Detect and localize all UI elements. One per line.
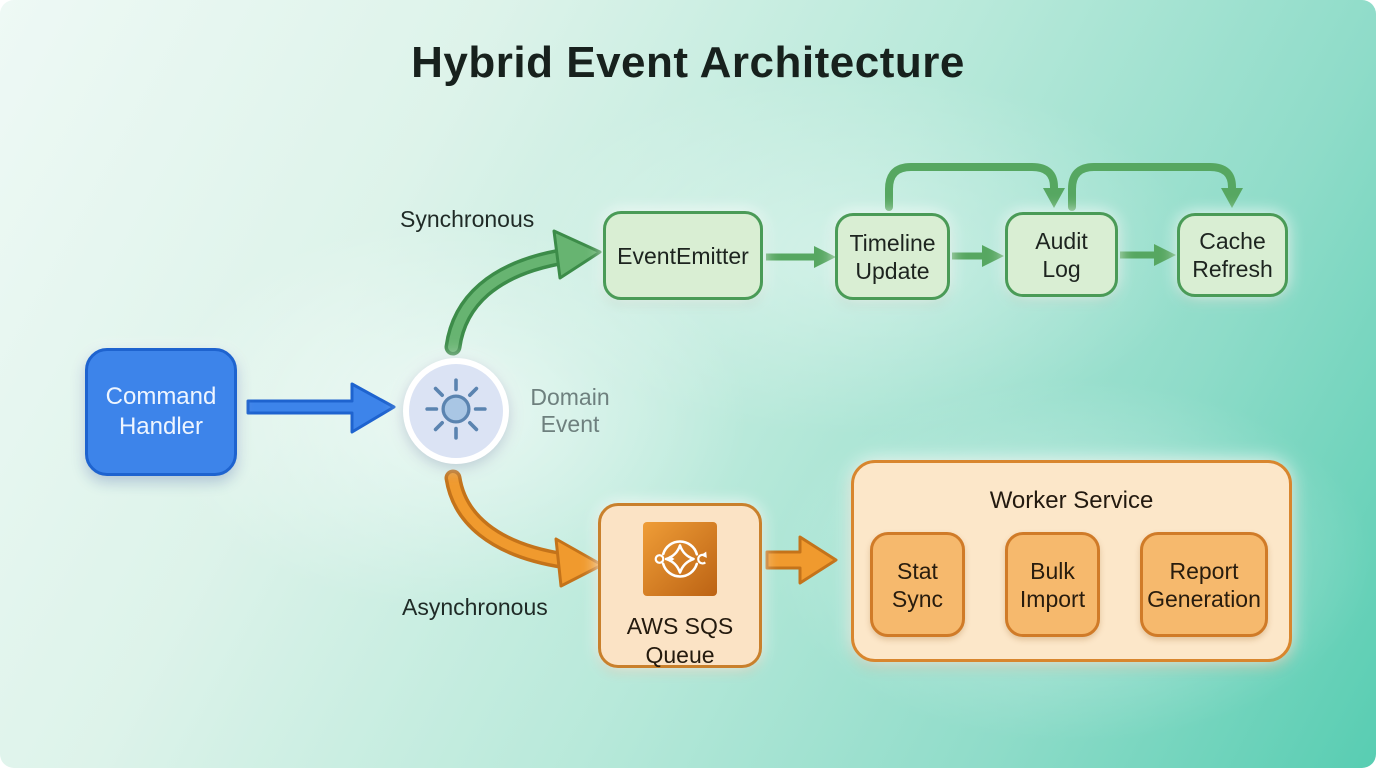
bulk-import-label: Bulk Import (1019, 557, 1086, 612)
sun-burst-icon (423, 376, 489, 447)
green-arrow-emitter-timeline (766, 246, 836, 268)
node-cache-refresh: Cache Refresh (1177, 213, 1288, 297)
async-curved-arrow (444, 469, 604, 588)
asynchronous-label: Asynchronous (402, 594, 548, 620)
page-title: Hybrid Event Architecture (411, 38, 965, 87)
domain-event-hub (403, 358, 509, 464)
stat-sync-label: Stat Sync (891, 557, 944, 612)
timeline-update-label: Timeline Update (849, 229, 936, 284)
audit-log-label: Audit Log (1035, 227, 1088, 282)
green-arrow-timeline-audit (952, 245, 1004, 267)
green-arrow-audit-cache (1120, 244, 1176, 266)
node-report-generation: Report Generation (1140, 532, 1268, 637)
aws-sqs-label: AWS SQS Queue (626, 613, 734, 668)
synchronous-label: Synchronous (400, 206, 535, 232)
cache-refresh-label: Cache Refresh (1192, 228, 1273, 282)
node-timeline-update: Timeline Update (835, 213, 950, 300)
orange-arrow-sqs-worker (765, 535, 838, 585)
domain-event-label: Domain Event (530, 384, 610, 437)
node-stat-sync: Stat Sync (870, 532, 965, 637)
hop-arrow-timeline-audit (885, 163, 1065, 211)
event-emitter-label: EventEmitter (617, 242, 749, 269)
aws-sqs-icon (643, 522, 717, 603)
node-command-handler: Command Handler (85, 348, 237, 476)
hop-arrow-audit-cache (1068, 163, 1243, 211)
command-handler-label: Command Handler (105, 383, 217, 440)
node-aws-sqs-queue: AWS SQS Queue (598, 503, 762, 668)
node-event-emitter: EventEmitter (603, 211, 763, 300)
worker-service-title: Worker Service (989, 487, 1154, 514)
node-audit-log: Audit Log (1005, 212, 1118, 297)
report-generation-label: Report Generation (1147, 557, 1261, 612)
blue-arrow (246, 382, 396, 434)
node-bulk-import: Bulk Import (1005, 532, 1100, 637)
sync-curved-arrow (444, 229, 602, 356)
